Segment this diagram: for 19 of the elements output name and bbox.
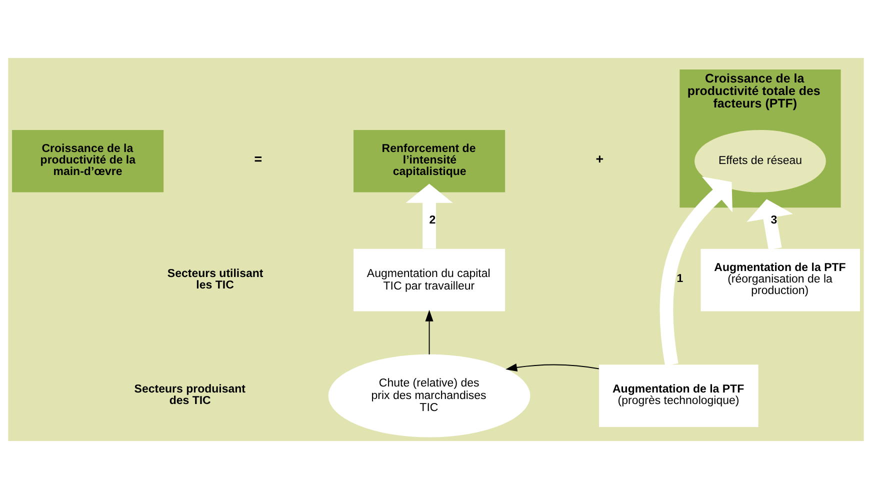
edge-label: 1	[676, 272, 684, 285]
node-box: Augmentation de la PTF (réorganisation de la production)	[700, 248, 860, 311]
arrow	[746, 198, 794, 250]
label: =	[254, 151, 262, 166]
node-box: Renforcement de l’intensité capitalistique	[354, 129, 506, 192]
node-box: Croissance de la productivité de la main-d’œvre	[12, 129, 164, 192]
node-box: Augmentation de la PTF (progrès technologique)	[599, 364, 758, 426]
label: Secteurs utilisant les TIC	[167, 267, 264, 291]
edge-label: 2	[429, 214, 436, 226]
label: Secteurs produisant des TIC	[134, 383, 246, 407]
arrow	[425, 309, 434, 354]
label: +	[596, 151, 604, 166]
arrow	[660, 176, 733, 366]
node-ellipse: Chute (relative) des prix des marchandises TIC	[328, 354, 530, 437]
arrow	[406, 183, 453, 248]
arrow	[506, 363, 600, 371]
node-box: Augmentation du capital TIC par travailleur	[354, 248, 506, 311]
edge-label: 3	[770, 214, 778, 226]
node-ellipse: Effets de réseau	[694, 129, 826, 192]
